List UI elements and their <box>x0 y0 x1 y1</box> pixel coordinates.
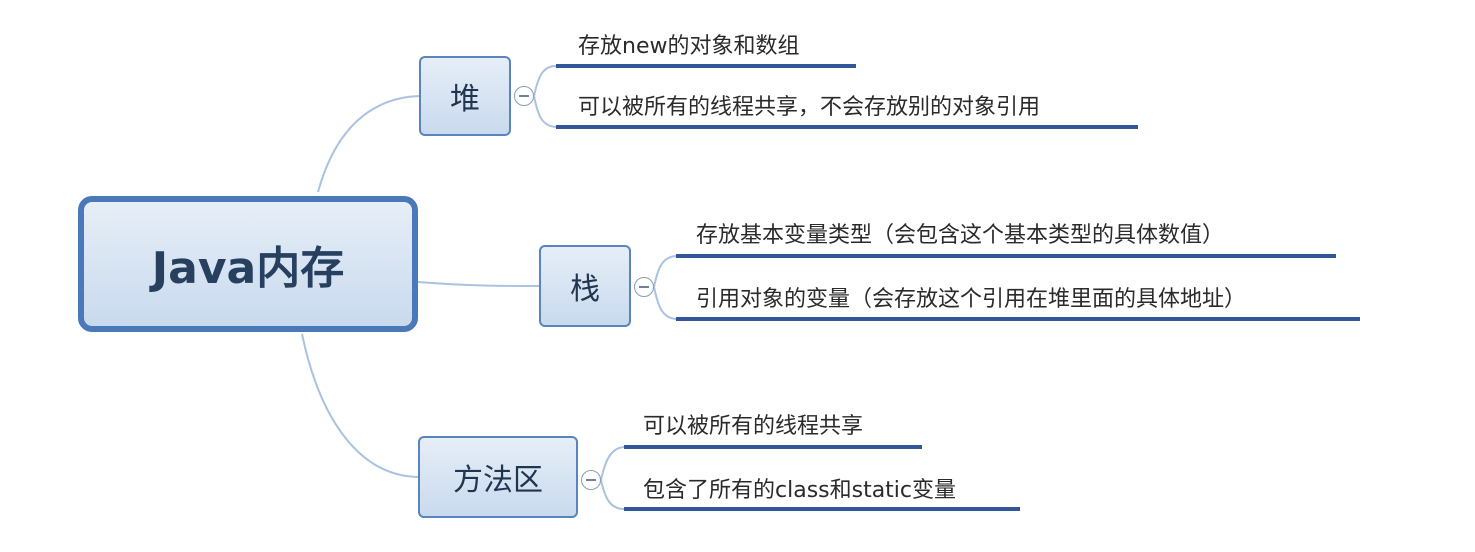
leaf-heap-2-underline <box>556 125 1138 129</box>
connector-root-stack <box>417 281 540 287</box>
leaf-stack-1[interactable]: 存放基本变量类型（会包含这个基本类型的具体数值） <box>696 223 1225 248</box>
leaf-heap-1[interactable]: 存放new的对象和数组 <box>578 34 800 59</box>
leaf-method-area-2-underline <box>624 507 1020 511</box>
collapse-method-area-icon[interactable] <box>581 470 601 490</box>
leaf-heap-1-underline <box>556 64 856 68</box>
leaf-method-area-1-underline <box>624 445 922 449</box>
connector-stack-leaf-1 <box>653 255 677 288</box>
leaf-heap-2[interactable]: 可以被所有的线程共享，不会存放别的对象引用 <box>578 95 1041 120</box>
connector-stack-leaf-2 <box>653 286 677 320</box>
connector-method-leaf-1 <box>600 446 625 481</box>
leaf-method-area-1[interactable]: 可以被所有的线程共享 <box>643 414 864 439</box>
root-node-java-memory[interactable]: Java内存 <box>78 196 418 332</box>
connector-method-leaf-2 <box>600 479 625 510</box>
branch-node-method-area[interactable]: 方法区 <box>418 436 578 518</box>
collapse-heap-icon[interactable] <box>514 86 534 106</box>
connector-root-method-area <box>301 333 419 478</box>
collapse-stack-icon[interactable] <box>634 277 654 297</box>
leaf-method-area-2[interactable]: 包含了所有的class和static变量 <box>643 478 957 503</box>
leaf-stack-2-underline <box>676 317 1360 321</box>
branch-node-label: 堆 <box>450 82 480 117</box>
connector-heap-leaf-2 <box>533 95 557 128</box>
root-node-label: Java内存 <box>151 243 345 294</box>
leaf-stack-1-underline <box>676 254 1336 258</box>
branch-node-stack[interactable]: 栈 <box>539 245 631 327</box>
connector-root-heap <box>317 95 420 193</box>
branch-node-label: 方法区 <box>453 463 543 498</box>
branch-node-label: 栈 <box>570 272 600 307</box>
connector-heap-leaf-1 <box>533 65 557 97</box>
branch-node-heap[interactable]: 堆 <box>419 56 511 136</box>
leaf-stack-2[interactable]: 引用对象的变量（会存放这个引用在堆里面的具体地址） <box>696 287 1247 312</box>
